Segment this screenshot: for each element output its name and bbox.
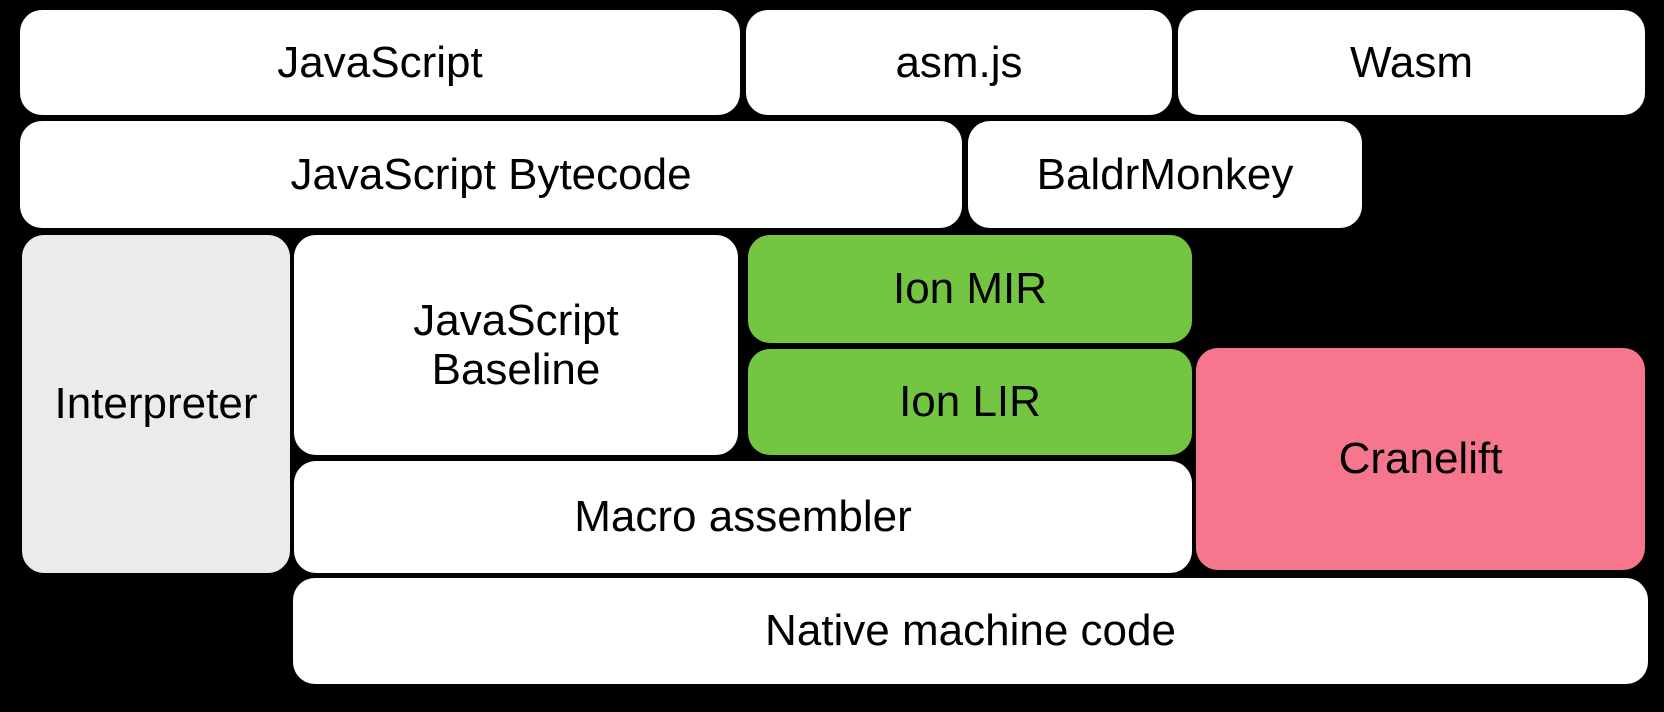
node-ion-lir[interactable]: Ion LIR [748,349,1192,455]
node-wasm[interactable]: Wasm [1178,10,1645,115]
node-native-machine-code[interactable]: Native machine code [293,578,1648,684]
node-cranelift[interactable]: Cranelift [1196,348,1645,570]
node-interpreter[interactable]: Interpreter [22,235,290,573]
node-ion-mir[interactable]: Ion MIR [748,235,1192,343]
node-javascript-baseline[interactable]: JavaScript Baseline [294,235,738,455]
node-asmjs[interactable]: asm.js [746,10,1172,115]
node-javascript[interactable]: JavaScript [20,10,740,115]
node-baldrmonkey[interactable]: BaldrMonkey [968,121,1362,228]
node-macro-assembler[interactable]: Macro assembler [294,461,1192,573]
node-javascript-bytecode[interactable]: JavaScript Bytecode [20,121,962,228]
